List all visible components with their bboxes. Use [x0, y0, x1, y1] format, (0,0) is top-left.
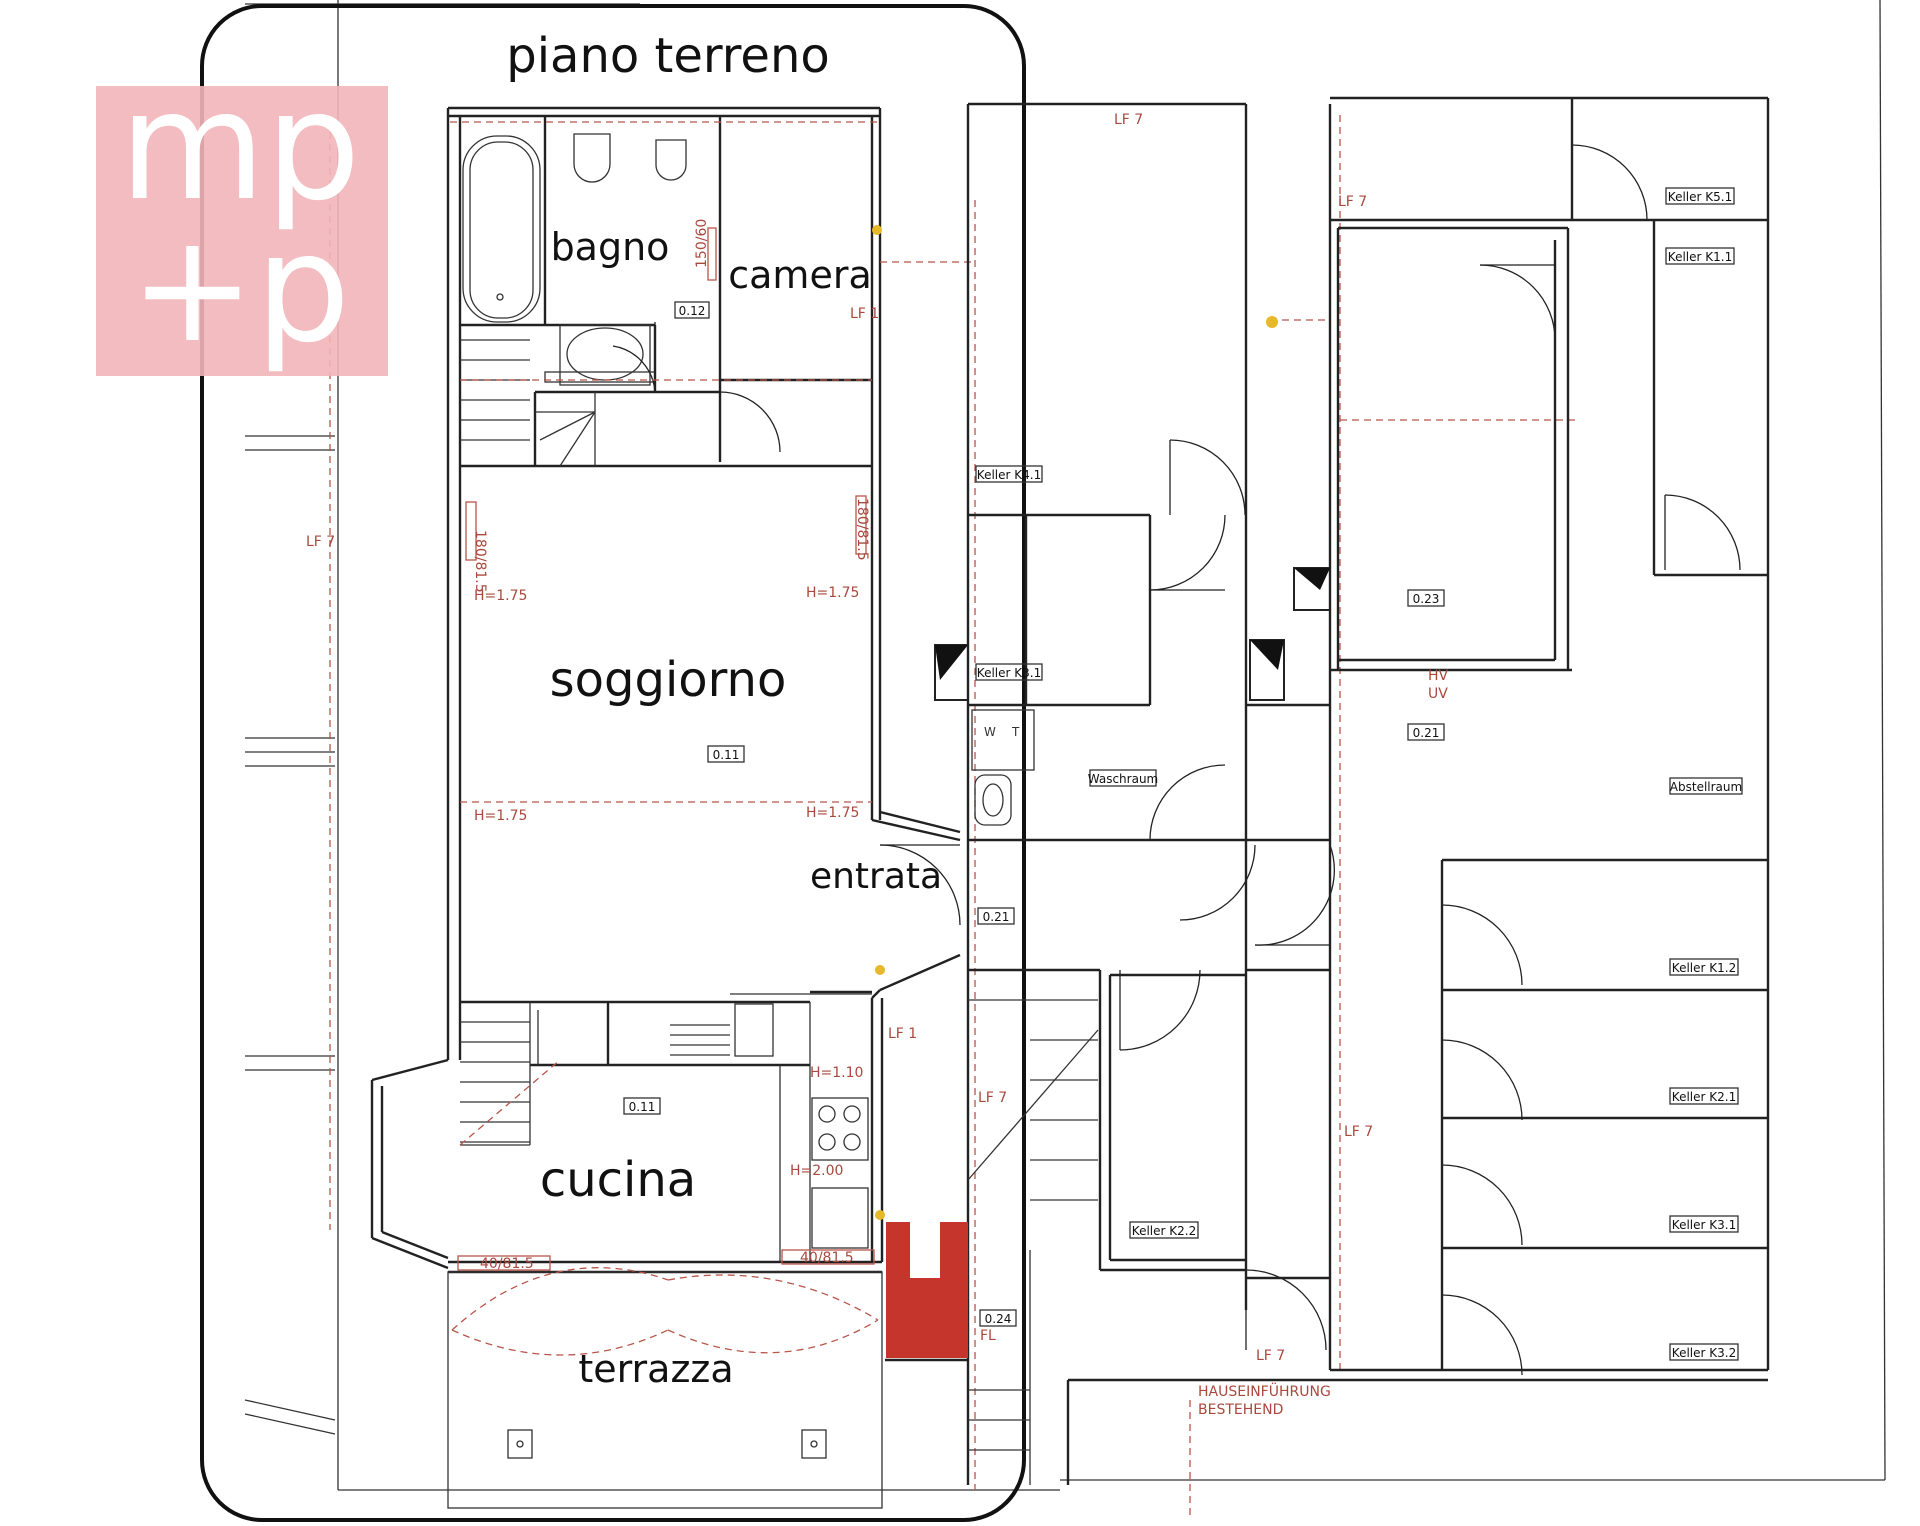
- plan-title: piano terreno: [506, 28, 830, 84]
- shafts: [934, 567, 1331, 701]
- bathroom-fixtures: [462, 133, 687, 386]
- room-number-entrata: 0.21: [983, 910, 1010, 924]
- cellar-label-k11: Keller K1.1: [1668, 250, 1732, 264]
- annotation-hv: HV: [1428, 668, 1449, 684]
- cellar-stairs: [967, 999, 1099, 1485]
- logo-text-top: mp: [119, 60, 360, 234]
- annotations: H=1.75 H=1.75 H=1.75 H=1.75 H=1.10 H=2.0…: [306, 112, 1449, 1418]
- cellar-label-waschraum: Waschraum: [1088, 772, 1159, 786]
- room-number-cucina: 0.11: [629, 1100, 656, 1114]
- annotation-h175-b: H=1.75: [806, 585, 859, 601]
- room-number-024: 0.24: [985, 1312, 1012, 1326]
- cellar-label-k32: Keller K3.2: [1672, 1346, 1736, 1360]
- logo-text-bottom: +p: [130, 202, 351, 376]
- washroom-fixtures: [971, 709, 1035, 826]
- cellar-label-k41: Keller K4.1: [977, 468, 1041, 482]
- annotation-h175-c: H=1.75: [474, 808, 527, 824]
- room-label-terrazza: terrazza: [578, 1347, 733, 1391]
- annotation-lf7-d: LF 7: [978, 1090, 1007, 1106]
- room-number-soggiorno: 0.11: [713, 748, 740, 762]
- annotation-win-kitchen-left: 40/81.5: [480, 1256, 534, 1272]
- annotation-lf7-a: LF 7: [306, 534, 335, 550]
- cellar-labels: Keller K5.1 Keller K1.1 Keller K4.1 Kell…: [975, 187, 1743, 1361]
- room-label-bagno: bagno: [551, 225, 670, 269]
- room-label-cucina: cucina: [540, 1152, 696, 1208]
- apartment-stairs: [459, 339, 730, 1146]
- annotation-fl: FL: [980, 1328, 996, 1344]
- room-number-bagno: 0.12: [679, 304, 706, 318]
- cellar-label-k21: Keller K2.1: [1672, 1090, 1736, 1104]
- annotation-uv: UV: [1428, 686, 1448, 702]
- room-label-entrata: entrata: [810, 856, 942, 897]
- annotation-lf7-f: LF 7: [1256, 1348, 1285, 1364]
- annotation-lf7-b: LF 7: [1114, 112, 1143, 128]
- room-label-soggiorno: soggiorno: [550, 652, 787, 708]
- cellar-label-abstellraum: Abstellraum: [1670, 780, 1742, 794]
- cellar-label-k31-top: Keller K3.1: [977, 666, 1041, 680]
- cellar-label-k31: Keller K3.1: [1672, 1218, 1736, 1232]
- annotation-h200: H=2.00: [790, 1163, 843, 1179]
- annotation-win-left: 180/81.5: [472, 530, 488, 593]
- annotation-win-bath: 150/60: [694, 219, 710, 268]
- annotation-lf1-a: LF 1: [850, 306, 879, 322]
- annotation-lf7-c: LF 7: [1338, 194, 1367, 210]
- apartment-doors: [612, 322, 961, 926]
- room-number-023: 0.23: [1413, 592, 1440, 606]
- cellar-doors: [1119, 144, 1741, 1376]
- cellar-label-k12: Keller K1.2: [1672, 961, 1736, 975]
- terrace: [447, 1267, 883, 1509]
- annotation-h175-d: H=1.75: [806, 805, 859, 821]
- annotation-lf7-e: LF 7: [1344, 1124, 1373, 1140]
- annotation-win-kitchen-right: 40/81.5: [800, 1250, 854, 1266]
- annotation-lf1-b: LF 1: [888, 1026, 917, 1042]
- annotation-t: T: [1011, 725, 1020, 739]
- room-number-021: 0.21: [1413, 726, 1440, 740]
- cellar-label-k22: Keller K2.2: [1132, 1224, 1196, 1238]
- room-number-boxes: 0.12 0.11 0.11 0.21 0.23 0.21 0.24: [623, 301, 1445, 1327]
- cellar-walls: [885, 96, 1770, 1485]
- cellar-label-k51: Keller K5.1: [1668, 190, 1732, 204]
- red-block-notch: [910, 1222, 940, 1278]
- apartment-red-lines: [450, 115, 1580, 1515]
- annotation-win-right: 180/81.5: [854, 498, 870, 561]
- annotation-hauseinfuehrung: HAUSEINFÜHRUNG: [1198, 1382, 1331, 1400]
- apartment-outline: [200, 4, 1026, 1522]
- logo: mp +p: [96, 60, 388, 376]
- yellow-markers: [872, 225, 1278, 1220]
- logo-background: [96, 86, 388, 376]
- exterior-marks-left: [244, 120, 336, 1435]
- annotation-w: W: [984, 725, 996, 739]
- annotation-bestehend: BESTEHEND: [1198, 1402, 1283, 1418]
- annotation-h175-a: H=1.75: [474, 588, 527, 604]
- room-label-camera: camera: [728, 253, 871, 297]
- annotation-h110: H=1.10: [810, 1065, 863, 1081]
